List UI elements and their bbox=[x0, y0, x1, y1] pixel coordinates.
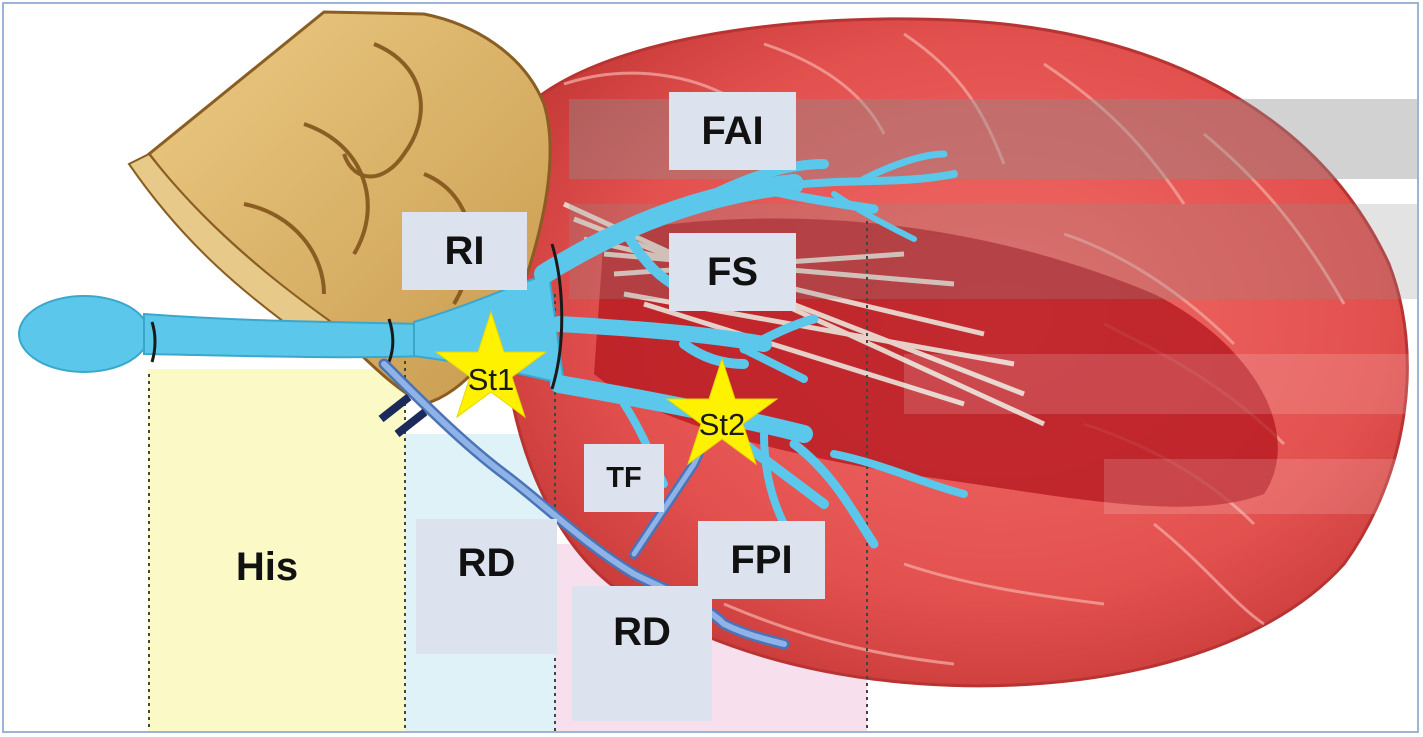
label-tf: TF bbox=[584, 444, 664, 512]
star-st2: St2 bbox=[665, 357, 779, 466]
star-st1: St1 bbox=[434, 310, 548, 419]
label-his: His bbox=[203, 529, 331, 606]
star-st2-label: St2 bbox=[699, 407, 746, 442]
label-fpi: FPI bbox=[698, 521, 825, 599]
av-node bbox=[18, 295, 150, 373]
block-marks bbox=[378, 393, 428, 438]
star-st1-label: St1 bbox=[468, 362, 515, 397]
label-rd-right: RD bbox=[572, 586, 712, 721]
overlay-band-low bbox=[904, 354, 1417, 414]
septal-fascicle bbox=[551, 316, 772, 352]
label-ri: RI bbox=[402, 212, 527, 290]
overlay-band-bottom bbox=[1104, 459, 1417, 514]
zone-dividers bbox=[148, 214, 868, 731]
branch-boundaries bbox=[150, 243, 564, 390]
label-rd-left: RD bbox=[416, 519, 557, 654]
label-fs: FS bbox=[669, 233, 796, 311]
label-fai: FAI bbox=[669, 92, 796, 170]
